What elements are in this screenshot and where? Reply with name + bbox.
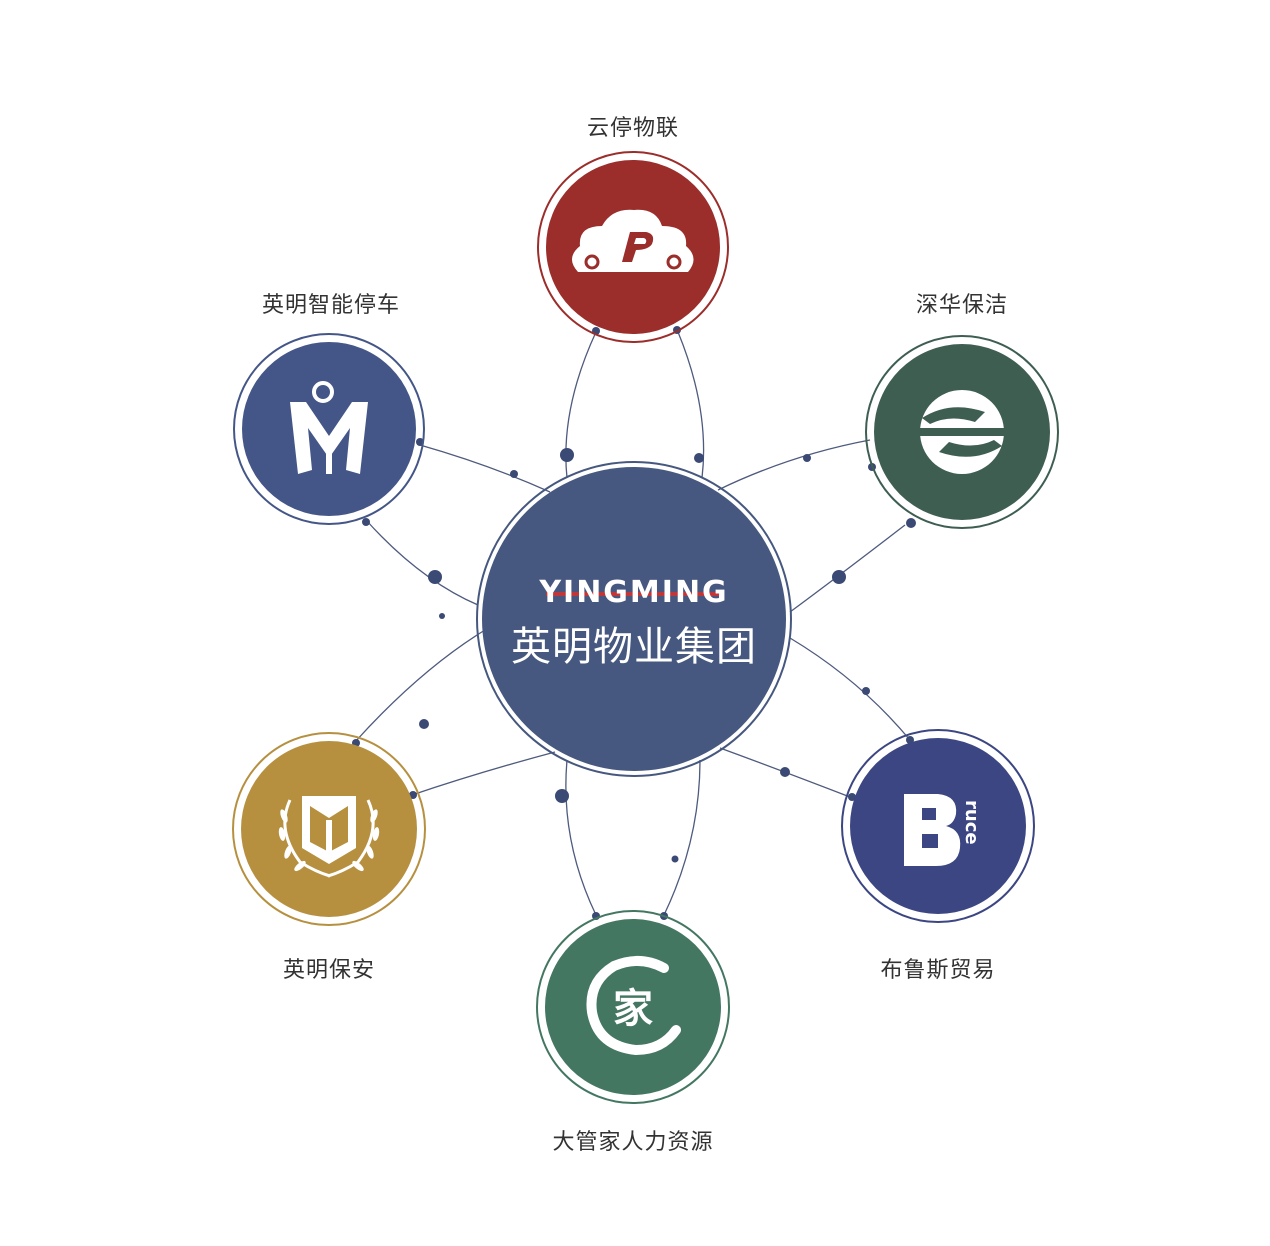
connection-topright-b [789,524,906,613]
center-title: 英明物业集团 [511,624,757,670]
node-baoan[interactable] [232,732,426,926]
dot [419,719,429,729]
connection-bottom-right [663,759,701,916]
dot [510,470,518,478]
dot [780,767,790,777]
node-ring [232,732,426,926]
dot [409,791,417,799]
node-ring [536,910,730,1104]
node-yuntinwulian[interactable] [537,151,729,343]
dot [848,793,856,801]
connection-topleft-b [419,444,551,493]
connection-topright-a [717,439,871,491]
decorative-dots [352,326,916,920]
connection-topleft-a [365,519,479,606]
center-brand-en: YINGMING [539,575,729,610]
dot [560,448,574,462]
center-ring [476,461,792,777]
dot [906,518,916,528]
jia-brush-icon: 家 [586,956,681,1056]
node-circle [242,342,416,516]
node-daguanjia[interactable]: 家 [536,910,730,1104]
node-parking[interactable] [233,333,425,525]
dot [694,453,704,463]
connection-bottom-left [565,759,597,916]
dot [671,855,679,863]
jia-char: 家 [613,985,653,1032]
node-ring [537,151,729,343]
b-ruce-icon: ruce [904,794,982,866]
label-shenhua: 深华保洁 [915,293,1009,318]
node-bruce[interactable]: ruce [841,729,1035,923]
label-bruce: 布鲁斯贸易 [880,958,996,983]
connection-botright-a [789,637,911,741]
label-daguanjia: 大管家人力资源 [552,1130,714,1155]
label-parking: 英明智能停车 [261,293,401,318]
laurel-shield-icon [278,796,380,878]
dot [555,789,569,803]
dot [832,570,846,584]
label-yuntinwulian: 云停物联 [586,116,680,141]
label-baoan: 英明保安 [282,958,376,983]
dot [362,518,370,526]
dot [428,570,442,584]
dot [803,454,811,462]
node-ring [233,333,425,525]
hands-s-icon [918,390,1006,474]
node-shenhua[interactable] [865,335,1059,529]
connection-botleft-b [354,629,486,743]
cloud-p-icon [571,209,694,272]
connection-botleft-a [411,751,556,796]
connection-top-right [677,331,705,479]
node-ring [841,729,1035,923]
node-circle [545,919,721,1095]
connection-top-left [565,331,597,479]
dot [439,613,445,619]
center-circle [482,467,786,771]
dot [862,687,870,695]
center-node[interactable] [476,461,792,777]
m-figure-icon [290,381,368,474]
ruce-text: ruce [961,800,982,845]
node-ring [865,335,1059,529]
